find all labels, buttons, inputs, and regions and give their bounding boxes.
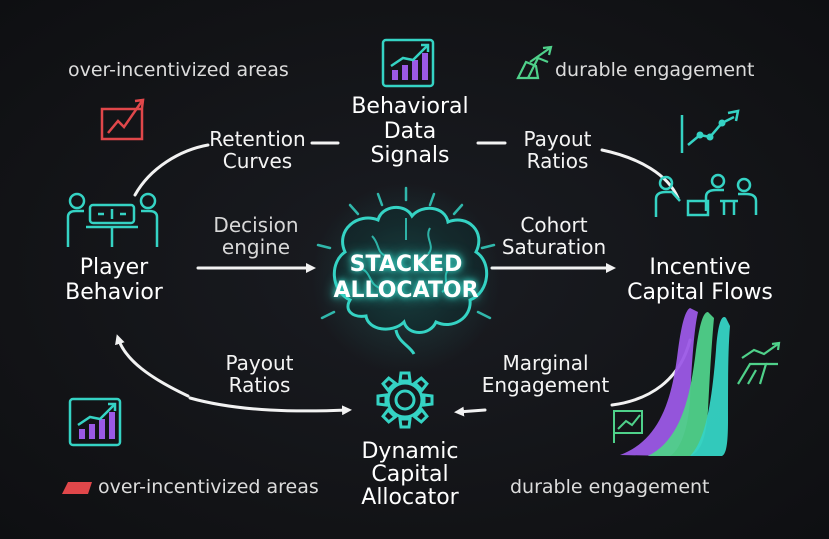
edge-payout-ratios-bottom: Payout Ratios <box>212 352 307 397</box>
node-behavioral-line-2: Data <box>383 118 437 144</box>
edge-decision-line-1: Decision <box>213 213 299 237</box>
edge-retention-line-1: Retention <box>209 127 306 151</box>
edge-cohort-line-1: Cohort <box>520 213 588 237</box>
note-over-incentivized-bottom: over-incentivized areas <box>98 476 319 498</box>
node-incentive-line-1: Incentive <box>649 255 751 280</box>
capital-streams-icon <box>620 308 730 456</box>
edge-retention-line-2: Curves <box>222 149 293 174</box>
note-over-incentivized-top: over-incentivized areas <box>68 59 289 81</box>
node-player-line-2: Behavior <box>65 279 163 305</box>
node-incentive-capital-flows: Incentive Capital Flows <box>612 255 788 305</box>
flag-icon <box>613 410 643 443</box>
center-stacked-allocator: STACKED ALLOCATOR <box>330 252 482 305</box>
bar-chart-icon <box>68 397 122 447</box>
center-line-1: STACKED <box>349 252 463 277</box>
road-trend-icon <box>737 341 781 385</box>
node-dynamic-capital-allocator: Dynamic Capital Allocator <box>340 440 480 509</box>
gear-icon <box>376 371 434 429</box>
edge-marginal-engagement: Marginal Engagement <box>478 352 613 397</box>
people-at-table-icon <box>66 192 159 247</box>
node-dynamic-line-2: Capital <box>371 462 449 488</box>
edge-decision-line-2: engine <box>221 235 291 260</box>
edge-marginal-line-1: Marginal <box>502 351 589 375</box>
trend-up-icon <box>516 45 553 80</box>
node-player-behavior: Player Behavior <box>54 255 174 305</box>
arrow-to-player <box>115 334 190 398</box>
edge-retention-curves: Retention Curves <box>200 128 315 173</box>
edge-cohort-line-2: Saturation <box>501 235 607 260</box>
node-incentive-line-2: Capital Flows <box>627 279 773 305</box>
arrow-marginal-engagement <box>454 406 487 417</box>
network-chart-icon <box>680 109 740 153</box>
arrow-behavioral-to-incentive <box>600 148 680 200</box>
bar-chart-icon <box>381 38 435 88</box>
people-group-icon <box>654 173 758 217</box>
edge-marginal-line-2: Engagement <box>481 373 610 398</box>
node-behavioral-line-1: Behavioral <box>351 94 469 119</box>
node-player-line-1: Player <box>79 255 149 280</box>
node-behavioral-data-signals: Behavioral Data Signals <box>340 94 480 169</box>
edge-payout-bottom-line-1: Payout <box>225 351 294 375</box>
brain-icon <box>311 183 501 373</box>
arrow-player-to-behavioral <box>133 143 210 197</box>
edge-cohort-saturation: Cohort Saturation <box>493 214 615 259</box>
center-line-2: ALLOCATOR <box>333 278 479 304</box>
node-dynamic-line-1: Dynamic <box>361 439 459 464</box>
edge-payout-ratios-top: Payout Ratios <box>510 128 605 173</box>
node-behavioral-line-3: Signals <box>370 143 450 169</box>
line-chart-icon <box>100 98 145 141</box>
note-durable-engagement-top: durable engagement <box>555 59 755 81</box>
edge-payout-top-line-1: Payout <box>523 127 592 151</box>
edge-decision-engine: Decision engine <box>200 214 312 259</box>
edge-payout-top-line-2: Ratios <box>526 149 589 174</box>
warning-tag-icon <box>62 482 92 494</box>
note-durable-engagement-bottom: durable engagement <box>510 476 710 498</box>
arrow-payout-to-dynamic <box>188 396 352 416</box>
edge-payout-bottom-line-2: Ratios <box>228 373 291 398</box>
node-dynamic-line-3: Allocator <box>361 485 459 511</box>
